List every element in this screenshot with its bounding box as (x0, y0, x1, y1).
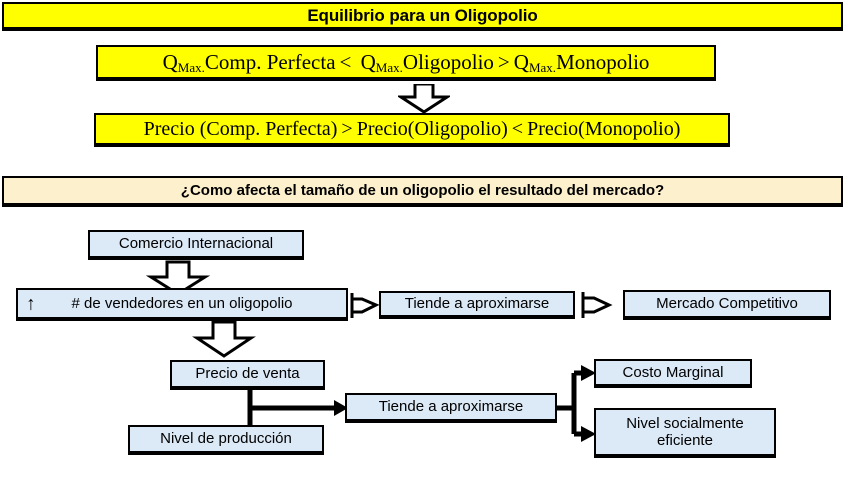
node-tiende-a-aproximarse-2[interactable]: Tiende a aproximarse (345, 393, 557, 423)
p-term-3: Precio(Monopolio) (527, 117, 681, 140)
block-arrow-down-icon (398, 84, 450, 113)
price-formula-box: Precio (Comp. Perfecta)>Precio(Oligopoli… (94, 113, 730, 147)
split-tiende2-to-outputs (556, 365, 596, 442)
p-operator-2: < (511, 117, 524, 140)
node-mercado-competitivo[interactable]: Mercado Competitivo (623, 290, 831, 320)
arrow-vendedores-to-tiende1 (350, 293, 380, 318)
arrow-vendedores-to-precio (192, 320, 256, 358)
node-label-line-2: eficiente (657, 432, 713, 449)
p-term-2: Precio(Oligopolio) (356, 117, 508, 140)
section-question: ¿Como afecta el tamaño de un oligopolio … (180, 182, 665, 199)
q-term-1-rest: Comp. Perfecta (204, 49, 336, 74)
q-operator-2: > (497, 49, 510, 74)
node-label: Comercio Internacional (118, 235, 274, 253)
equilibrium-title-banner: Equilibrio para un Oligopolio (2, 2, 843, 31)
q-term-2-rest: Oligopolio (402, 49, 494, 74)
page-title: Equilibrio para un Oligopolio (307, 5, 538, 25)
q-term-1-sub: Max. (177, 60, 205, 76)
price-formula-text: Precio (Comp. Perfecta)>Precio(Oligopoli… (144, 118, 681, 141)
node-costo-marginal[interactable]: Costo Marginal (594, 359, 752, 388)
node-label: Tiende a aproximarse (378, 398, 524, 416)
node-tiende-a-aproximarse-1[interactable]: Tiende a aproximarse (379, 291, 575, 319)
node-label: # de vendedores en un oligopolio (71, 294, 293, 312)
q-term-3-sub: Max. (528, 60, 557, 76)
node-label-line-1: Nivel socialmente (626, 414, 744, 432)
node-numero-vendedores[interactable]: ↑ # de vendedores en un oligopolio (16, 288, 348, 321)
up-arrow-icon: ↑ (26, 293, 36, 314)
node-label: Mercado Competitivo (656, 295, 798, 313)
node-nivel-de-produccion[interactable]: Nivel de producción (128, 425, 324, 455)
bracket-precio-nivel-to-tiende2 (247, 389, 348, 428)
node-label: Nivel de producción (160, 430, 292, 448)
market-size-question-banner: ¿Como afecta el tamaño de un oligopolio … (2, 176, 843, 207)
node-label: Precio de venta (195, 365, 300, 383)
q-term-2-sub: Max. (375, 60, 403, 76)
arrow-tiende1-to-mercado (581, 292, 613, 318)
p-term-1: Precio (Comp. Perfecta) (143, 117, 338, 140)
node-nivel-socialmente-eficiente[interactable]: Nivel socialmente eficiente (594, 408, 776, 458)
node-label: Costo Marginal (622, 363, 724, 381)
q-term-3-base: Q (513, 49, 529, 74)
node-label: Tiende a aproximarse (404, 295, 550, 313)
node-precio-de-venta[interactable]: Precio de venta (170, 360, 325, 390)
q-term-1-base: Q (162, 49, 178, 74)
p-operator-1: > (341, 117, 353, 140)
q-term-3-rest: Monopolio (556, 49, 650, 74)
q-operator-1: < (339, 49, 352, 74)
node-label: Nivel socialmente eficiente (626, 415, 744, 450)
quantity-formula-box: QMax.Comp. Perfecta< QMax.Oligopolio>QMa… (96, 45, 716, 81)
quantity-formula-text: QMax.Comp. Perfecta< QMax.Oligopolio>QMa… (162, 49, 650, 76)
q-term-2-base: Q (360, 49, 376, 74)
node-comercio-internacional[interactable]: Comercio Internacional (88, 230, 304, 260)
